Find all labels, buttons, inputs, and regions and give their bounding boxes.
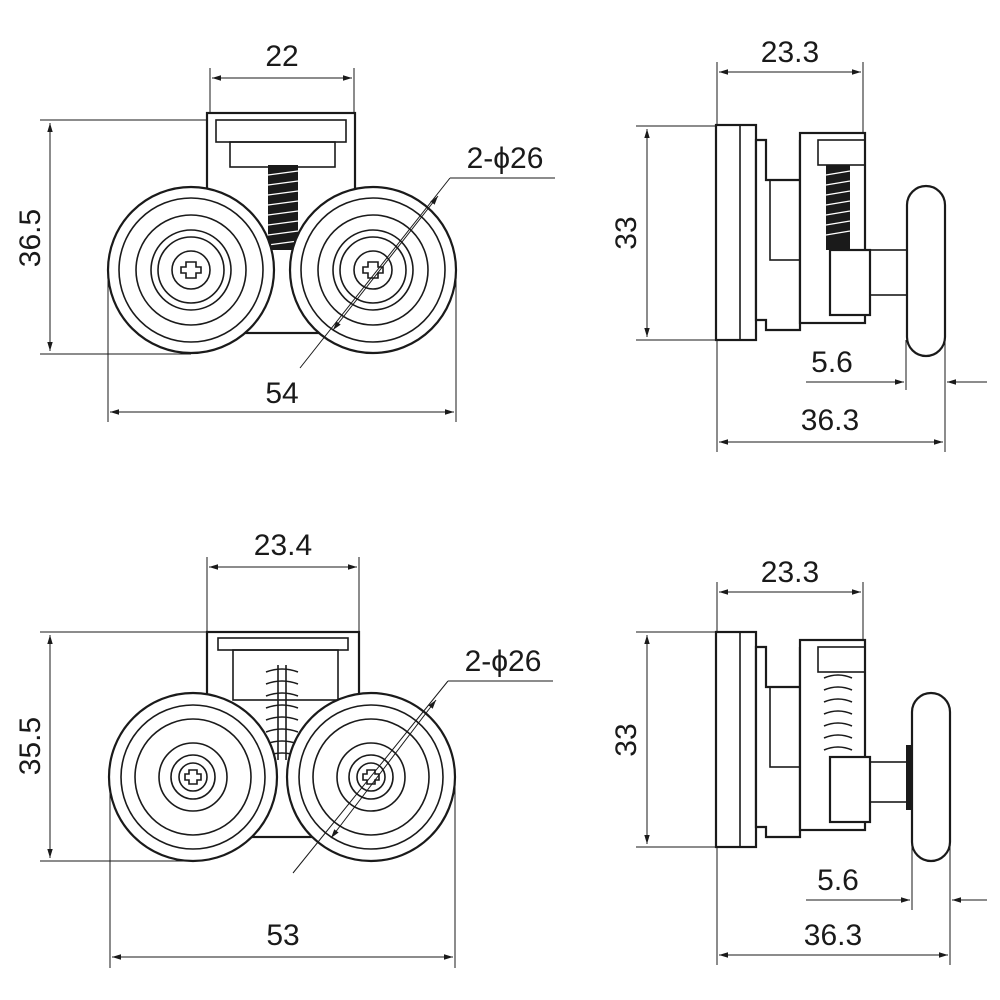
bottom-front-width-label: 23.4 — [254, 529, 312, 562]
top-side-view: 23.3 33 5.6 36.3 — [610, 36, 987, 452]
bottom-side-offset-label: 5.6 — [817, 864, 859, 897]
top-front-overall-label: 54 — [265, 377, 298, 410]
top-side-overall-label: 36.3 — [801, 404, 859, 437]
side-compression-spring — [823, 674, 853, 751]
left-roller-wheel — [106, 185, 276, 355]
bottom-front-height-label: 35.5 — [14, 717, 47, 775]
side-roller-wheel-2 — [910, 691, 952, 863]
bottom-front-overall-label: 53 — [266, 919, 299, 952]
compression-spring — [265, 665, 299, 760]
side-bracket-plate — [714, 123, 758, 342]
adjustment-screw — [268, 165, 298, 250]
bottom-side-width-label: 23.3 — [761, 556, 819, 589]
top-front-width-label: 22 — [265, 40, 298, 73]
side-roller-wheel — [905, 184, 947, 358]
left-roller-wheel-2 — [107, 691, 279, 863]
top-side-offset-label: 5.6 — [811, 346, 853, 379]
top-front-view: 22 36.5 54 2-ϕ26 — [14, 40, 555, 422]
top-side-width-label: 23.3 — [761, 36, 819, 69]
top-front-diameter-label: 2-ϕ26 — [467, 142, 544, 175]
bottom-side-overall-label: 36.3 — [804, 919, 862, 952]
bottom-front-view: 23.4 35.5 53 2-ϕ26 — [14, 529, 553, 968]
side-bracket-plate-2 — [714, 630, 758, 849]
top-front-height-label: 36.5 — [14, 209, 47, 267]
right-roller-wheel — [288, 185, 458, 355]
bottom-side-height-label: 33 — [610, 723, 643, 756]
bottom-side-view: 23.3 33 5.6 36.3 — [610, 556, 987, 965]
top-side-height-label: 33 — [610, 216, 643, 249]
bottom-front-diameter-label: 2-ϕ26 — [465, 645, 542, 678]
side-adjustment-screw — [826, 165, 850, 250]
